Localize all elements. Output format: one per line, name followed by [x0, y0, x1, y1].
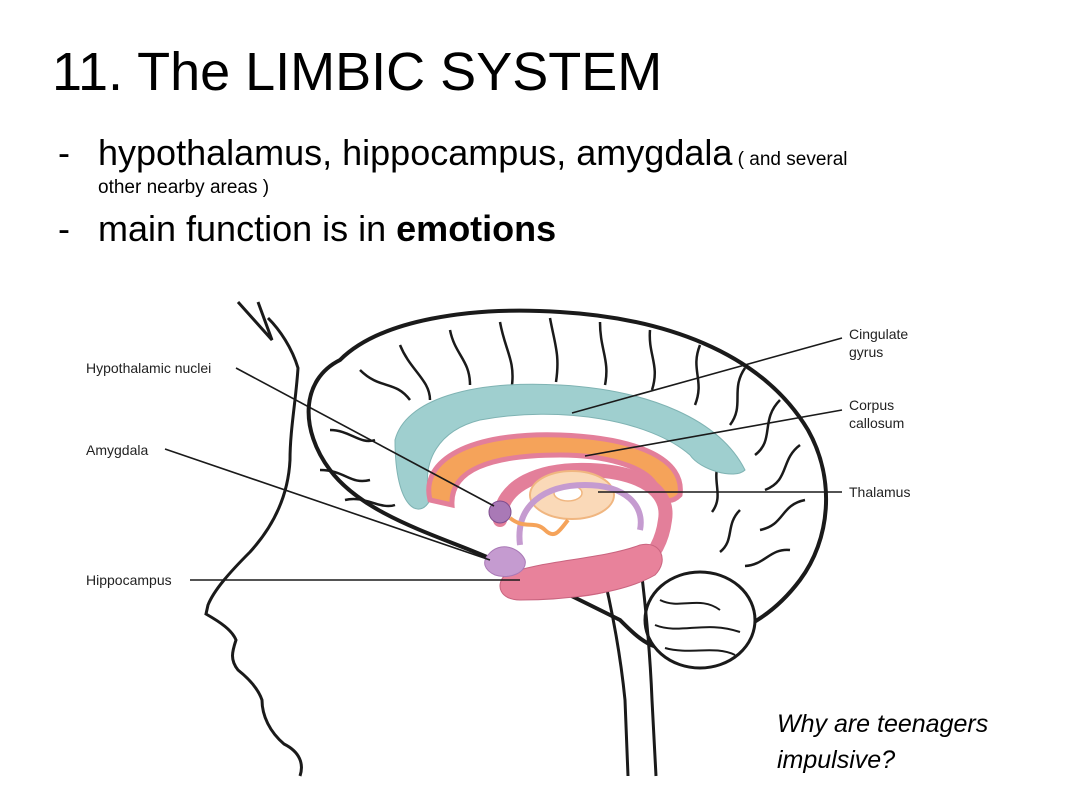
leader-lines — [164, 337, 843, 581]
bullet-dash: - — [58, 132, 70, 173]
amygdala — [484, 546, 526, 577]
question-line-2: impulsive? — [777, 746, 896, 774]
cerebellum — [643, 570, 757, 670]
bullet-aside-text: ( and several — [732, 149, 848, 170]
hypothalamic-nuclei — [488, 500, 512, 524]
bullet-dash: - — [58, 208, 70, 249]
bullet-text: main function is in emotions — [98, 208, 556, 250]
label-cingulate-line1: Cingulate — [849, 326, 908, 342]
label-thalamus: Thalamus — [849, 484, 910, 500]
stria-terminalis — [516, 481, 644, 546]
label-hippocampus: Hippocampus — [86, 572, 172, 588]
discussion-question: Why are teenagers impulsive? — [777, 706, 988, 778]
label-amygdala: Amygdala — [86, 442, 148, 458]
bullet-text: hypothalamus, hippocampus, amygdala ( an… — [98, 132, 848, 181]
hippocampus — [499, 543, 663, 601]
label-corpus-line2: callosum — [849, 415, 904, 431]
bullet-main-text: hypothalamus, hippocampus, amygdala — [98, 132, 733, 173]
head-profile — [204, 300, 303, 777]
hypothalamic-tract — [508, 516, 570, 537]
bullet-main-text: main function is in — [98, 208, 397, 249]
question-line-1: Why are teenagers — [777, 710, 989, 738]
label-corpus-line1: Corpus — [849, 397, 894, 413]
brain-gyri — [319, 317, 806, 568]
label-hypothalamic-nuclei: Hypothalamic nuclei — [86, 360, 211, 376]
slide-title: 11. The LIMBIC SYSTEM — [52, 42, 663, 102]
bullet-aside-continuation: other nearby areas ) — [98, 177, 270, 198]
label-cingulate-line2: gyrus — [849, 344, 883, 360]
bullet-emphasis: emotions — [396, 208, 557, 249]
